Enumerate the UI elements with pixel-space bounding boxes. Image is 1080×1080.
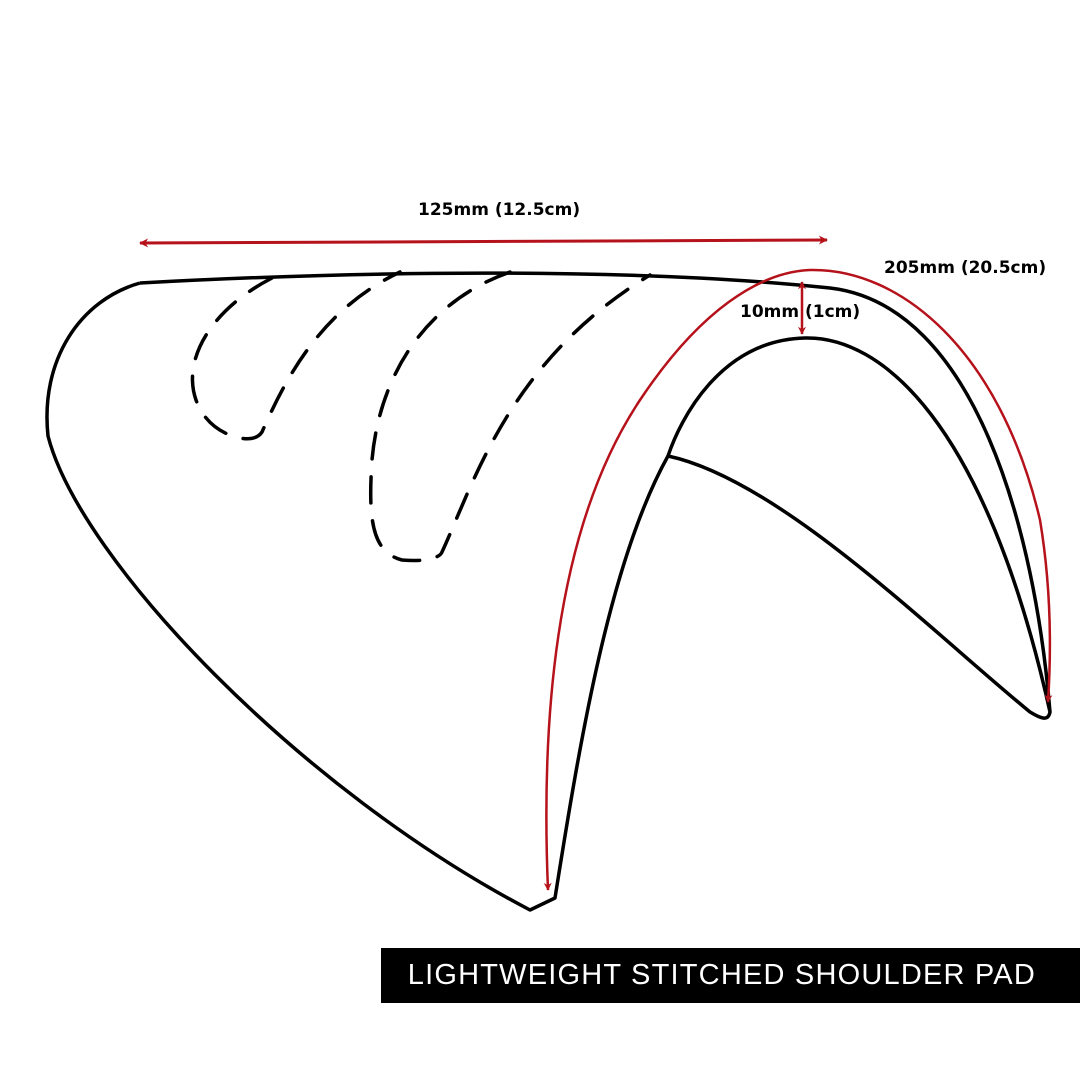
stitch-line-outer — [369, 270, 652, 563]
caption-banner: LIGHTWEIGHT STITCHED SHOULDER PAD — [381, 948, 1080, 1003]
pad-outline-left — [45, 281, 670, 912]
width-measurement-label: 125mm (12.5cm) — [418, 200, 581, 220]
arc-measurement-label: 205mm (20.5cm) — [884, 258, 1047, 278]
pad-outline — [139, 271, 1052, 720]
caption-title: LIGHTWEIGHT STITCHED SHOULDER PAD — [407, 959, 1036, 991]
stitch-line-inner — [190, 270, 402, 441]
width-dimension-arrow — [139, 235, 828, 248]
arc-dimension-arrow — [543, 268, 1053, 891]
thickness-measurement-label: 10mm (1cm) — [740, 302, 861, 322]
